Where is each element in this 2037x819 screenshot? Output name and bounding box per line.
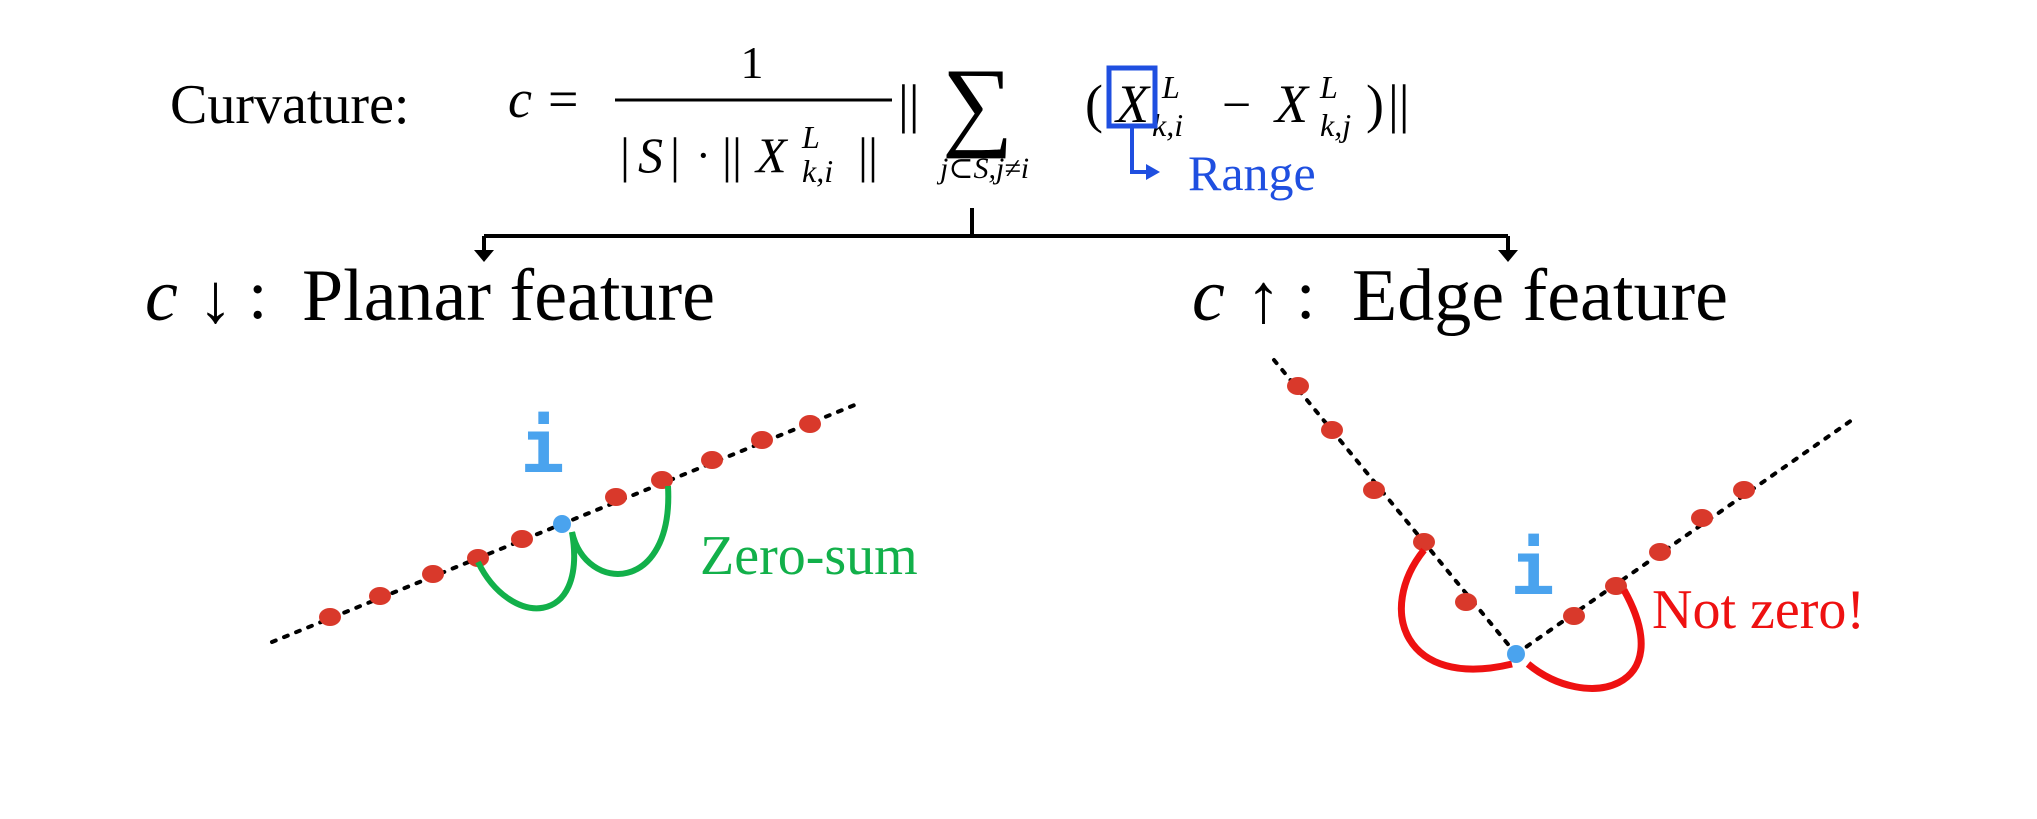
edge-sample-point bbox=[1691, 509, 1713, 527]
edge-sample-point bbox=[1321, 421, 1343, 439]
range-highlight-box bbox=[1106, 65, 1158, 129]
edge-query-point bbox=[1507, 645, 1525, 663]
not-zero-label: Not zero! bbox=[1652, 579, 1865, 641]
edge-sample-point bbox=[1363, 481, 1385, 499]
formula-label: Curvature: bbox=[170, 74, 409, 136]
den-abs-open: | bbox=[620, 127, 630, 183]
norm-close: || bbox=[1388, 74, 1410, 134]
planar-sample-point bbox=[799, 415, 821, 433]
edge-sample-point bbox=[1733, 481, 1755, 499]
planar-point-label: i bbox=[520, 404, 565, 490]
edge-sample-point bbox=[1413, 533, 1435, 551]
planar-sample-point bbox=[467, 549, 489, 567]
planar-points bbox=[319, 415, 821, 626]
planar-query-point bbox=[553, 515, 571, 533]
edge-point-label: i bbox=[1510, 526, 1555, 612]
planar-sample-point bbox=[751, 431, 773, 449]
range-arrowhead bbox=[1146, 164, 1160, 180]
edge-arc-right bbox=[1525, 588, 1645, 692]
edge-scan-line-left bbox=[1272, 358, 1518, 656]
sigma: ∑ bbox=[942, 48, 1013, 159]
edge-sample-point bbox=[1455, 593, 1477, 611]
planar-sample-point bbox=[319, 608, 341, 626]
planar-arc-left bbox=[475, 531, 577, 612]
edge-colon: : bbox=[1296, 257, 1315, 334]
planar-colon: : bbox=[248, 257, 267, 334]
den-norm-open: || bbox=[722, 127, 742, 183]
term2-sup: L bbox=[1319, 69, 1338, 105]
branch-left-arrowhead bbox=[474, 250, 494, 262]
edge-diagram: i Not zero! bbox=[1272, 358, 1865, 692]
planar-title: Planar feature bbox=[302, 255, 715, 337]
edge-sample-point bbox=[1287, 377, 1309, 395]
range-label: Range bbox=[1188, 145, 1316, 201]
den-x-sup: L bbox=[801, 119, 820, 155]
edge-arc-left bbox=[1397, 547, 1513, 673]
den-dot: · bbox=[696, 131, 711, 180]
planar-sample-point bbox=[605, 488, 627, 506]
planar-sample-point bbox=[651, 471, 673, 489]
edge-title: Edge feature bbox=[1352, 255, 1728, 337]
planar-arrow: ↓ bbox=[198, 261, 233, 338]
den-norm-close: || bbox=[858, 127, 878, 183]
planar-diagram: i Zero-sum bbox=[270, 400, 918, 644]
term2-sub: k,j bbox=[1320, 107, 1351, 143]
edge-sample-point bbox=[1605, 577, 1627, 595]
edge-sample-point bbox=[1649, 543, 1671, 561]
planar-scan-line bbox=[270, 400, 864, 644]
edge-symbol: c bbox=[1192, 255, 1225, 337]
fraction-denominator: | S | · || X L k,i || bbox=[620, 119, 878, 189]
planar-sample-point bbox=[422, 565, 444, 583]
planar-symbol: c bbox=[145, 255, 178, 337]
edge-heading: c ↑ : Edge feature bbox=[1192, 255, 1728, 338]
curvature-formula: Curvature: c = 1 | S | · || X L k,i || |… bbox=[170, 37, 1410, 201]
edge-sample-point bbox=[1563, 607, 1585, 625]
planar-arc-right bbox=[569, 485, 672, 577]
zero-sum-label: Zero-sum bbox=[700, 525, 918, 587]
fraction-numerator: 1 bbox=[741, 37, 764, 88]
term2-x: X bbox=[1273, 74, 1310, 134]
planar-sample-point bbox=[511, 530, 533, 548]
branch-right-arrowhead bbox=[1498, 250, 1518, 262]
den-x: X bbox=[754, 127, 789, 183]
norm-open: || bbox=[898, 74, 920, 134]
den-x-sub: k,i bbox=[802, 153, 833, 189]
planar-sample-point bbox=[701, 451, 723, 469]
formula-lhs: c bbox=[508, 69, 532, 129]
range-connector bbox=[1130, 128, 1150, 174]
paren-open: ( bbox=[1085, 74, 1103, 134]
minus-sign: − bbox=[1222, 77, 1251, 134]
formula-equals: = bbox=[548, 69, 578, 129]
edge-points bbox=[1287, 377, 1755, 625]
planar-heading: c ↓ : Planar feature bbox=[145, 255, 715, 338]
planar-sample-point bbox=[369, 587, 391, 605]
den-set-s: S bbox=[638, 127, 663, 183]
term1-sup: L bbox=[1161, 69, 1180, 105]
sum-subscript: j⊂S,j≠i bbox=[936, 152, 1029, 185]
edge-arrow: ↑ bbox=[1246, 261, 1281, 338]
branch-connector bbox=[474, 208, 1518, 262]
den-abs-close: | bbox=[670, 127, 680, 183]
paren-close: ) bbox=[1366, 74, 1384, 134]
